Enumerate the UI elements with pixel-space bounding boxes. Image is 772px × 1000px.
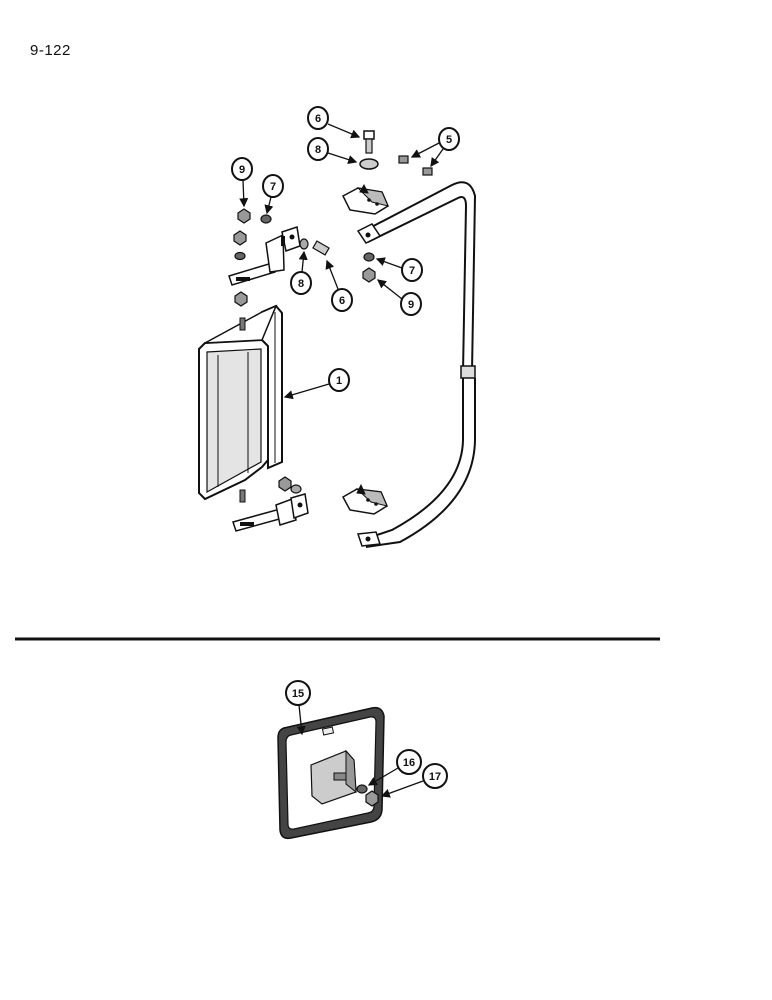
nut-17 bbox=[365, 790, 379, 807]
callout-9-right: 9 bbox=[376, 279, 422, 316]
svg-text:7: 7 bbox=[270, 181, 276, 193]
side-bolt-middle bbox=[299, 238, 330, 256]
svg-text:6: 6 bbox=[315, 113, 321, 125]
upper-clamp-plate bbox=[342, 183, 389, 215]
callout-6-top: 6 bbox=[307, 106, 361, 139]
callout-8-middle: 8 bbox=[290, 250, 312, 295]
svg-text:8: 8 bbox=[315, 144, 321, 156]
callout-1: 1 bbox=[283, 368, 350, 400]
convex-mirror bbox=[277, 706, 385, 840]
right-nuts bbox=[362, 252, 376, 283]
screws-5 bbox=[398, 155, 433, 176]
callout-8-top: 8 bbox=[307, 137, 358, 164]
lower-nuts bbox=[278, 476, 302, 494]
callout-7-right: 7 bbox=[375, 257, 423, 282]
callout-15: 15 bbox=[285, 680, 311, 736]
callout-16: 16 bbox=[367, 749, 422, 786]
washer-upper bbox=[359, 158, 379, 170]
callout-7-upper-left: 7 bbox=[262, 174, 284, 215]
svg-text:7: 7 bbox=[409, 265, 415, 277]
svg-text:9: 9 bbox=[239, 164, 245, 176]
svg-text:8: 8 bbox=[298, 278, 304, 290]
callout-17: 17 bbox=[380, 763, 448, 798]
svg-text:5: 5 bbox=[446, 134, 452, 146]
svg-text:6: 6 bbox=[339, 295, 345, 307]
lower-clamp-plate bbox=[341, 483, 388, 515]
svg-text:15: 15 bbox=[292, 688, 304, 700]
mirror-lower-bracket bbox=[232, 493, 309, 532]
page-number: 9-122 bbox=[30, 42, 71, 59]
svg-text:9: 9 bbox=[408, 299, 414, 311]
callout-5: 5 bbox=[410, 127, 460, 168]
svg-text:16: 16 bbox=[403, 757, 415, 769]
callout-6-middle: 6 bbox=[325, 259, 353, 312]
upper-left-nuts bbox=[233, 208, 272, 307]
mirror-head bbox=[198, 304, 283, 503]
washer-16 bbox=[356, 784, 368, 794]
svg-text:17: 17 bbox=[429, 771, 441, 783]
mirror-arm-tube bbox=[356, 181, 477, 548]
svg-text:1: 1 bbox=[336, 375, 342, 387]
bolt-upper bbox=[363, 130, 375, 154]
callout-9-upper-left: 9 bbox=[231, 157, 253, 208]
